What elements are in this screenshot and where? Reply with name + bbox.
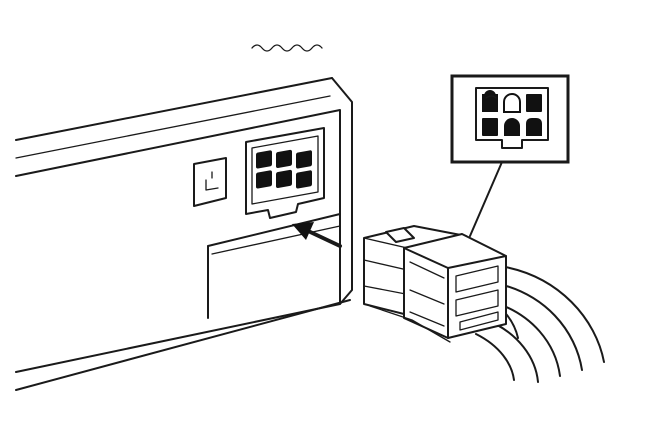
insert-direction-arrow [292,222,342,248]
socket-pins [256,149,312,189]
card-switch-label [193,157,227,207]
power-socket [245,127,325,219]
card-top-edge [15,77,333,141]
callout-pin-1 [482,90,498,112]
callout-leader [469,161,503,237]
plug-base-edge [369,305,451,343]
card-cut-edge [251,44,323,52]
card-front-face [15,109,341,373]
plug-latch [385,227,415,243]
callout-pin-5 [504,118,520,136]
pin-layout-callout [450,74,570,237]
graphics-card-body [15,44,353,391]
card-lower-panel-inner [211,225,341,255]
callout-pin-4 [482,118,498,136]
card-bottom-edge [15,299,351,391]
card-top-edge-inner [15,95,331,159]
callout-pin-3 [526,94,542,112]
card-end-face [331,77,353,305]
callout-pins [482,90,542,136]
socket-inner-frame [251,135,319,205]
callout-pin-2 [503,93,521,113]
callout-pin-6 [526,118,542,136]
power-plug [363,225,507,339]
card-lower-panel [207,213,341,319]
